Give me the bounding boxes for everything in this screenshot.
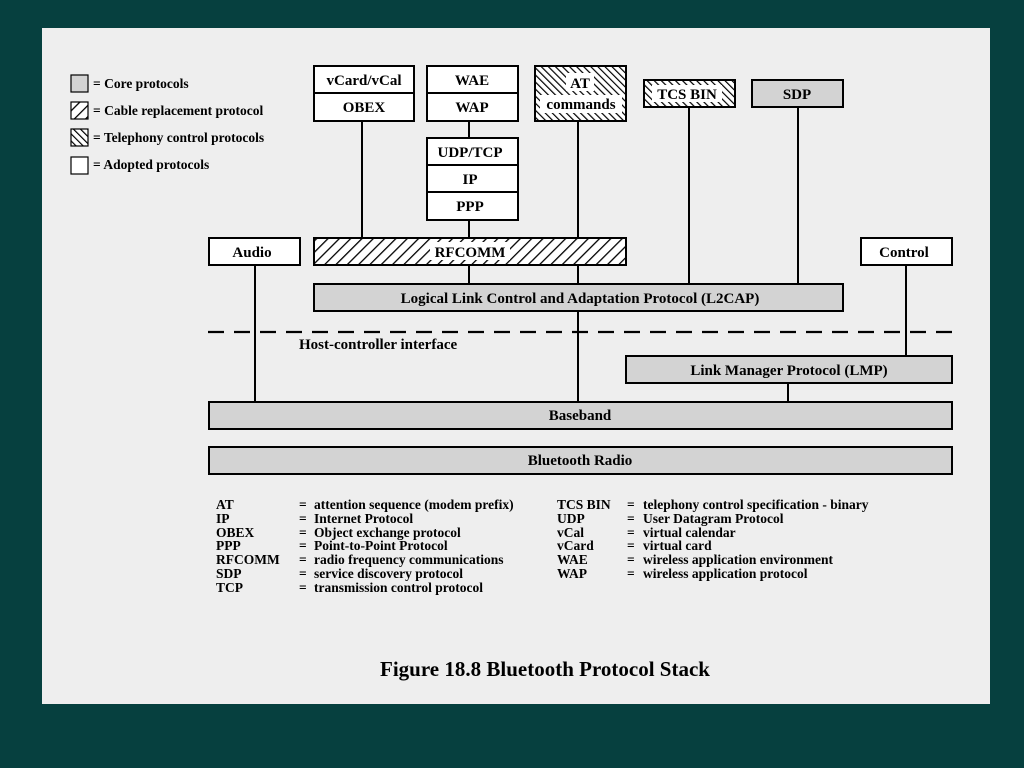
abbreviation-equals: = — [299, 524, 307, 540]
abbreviation-meaning: wireless application environment — [643, 552, 834, 568]
ppp-block: PPP — [426, 191, 519, 221]
baseband-label: Baseband — [549, 408, 612, 424]
abbreviation-equals: = — [627, 565, 635, 581]
l2cap-block: Logical Link Control and Adaptation Prot… — [313, 283, 844, 312]
abbreviation-term: TCP — [216, 579, 243, 595]
sdp-block: SDP — [751, 79, 844, 108]
legend-adopted: = Adopted protocols — [70, 156, 209, 175]
sdp-label: SDP — [783, 87, 811, 103]
lmp-label: Link Manager Protocol (LMP) — [690, 363, 887, 379]
abbreviation-meaning: User Datagram Protocol — [643, 510, 784, 526]
abbreviation-equals: = — [627, 538, 635, 554]
wap-label: WAP — [455, 100, 488, 116]
abbreviation-equals: = — [299, 579, 307, 595]
legend-telephony: = Telephony control protocols — [70, 128, 264, 147]
legend-core: = Core protocols — [70, 74, 189, 93]
control-block: Control — [860, 237, 953, 266]
legend-cable-label: = Cable replacement protocol — [93, 103, 264, 118]
tcs-bin-label: TCS BIN — [657, 87, 717, 103]
legend: = Core protocols = Cable replacement pro… — [70, 74, 264, 175]
udp-tcp-block: UDP/TCP — [426, 137, 519, 166]
abbreviation-meaning: attention sequence (modem prefix) — [314, 497, 514, 512]
ip-label: IP — [463, 172, 478, 188]
legend-adopted-label: = Adopted protocols — [93, 157, 209, 172]
abbreviation-equals: = — [299, 497, 307, 512]
abbreviation-meaning: virtual calendar — [643, 524, 736, 540]
abbreviation-meaning: wireless application protocol — [643, 565, 808, 581]
abbreviation-equals: = — [299, 565, 307, 581]
abbreviation-equals: = — [627, 524, 635, 540]
obex-block: OBEX — [313, 92, 415, 122]
abbreviation-equals: = — [299, 538, 307, 554]
legend-telephony-label: = Telephony control protocols — [93, 130, 264, 145]
audio-label: Audio — [232, 245, 271, 261]
ppp-label: PPP — [456, 199, 484, 215]
abbreviation-term: WAE — [557, 552, 588, 568]
abbreviation-meaning: Object exchange protocol — [314, 524, 461, 540]
hci-label: Host-controller interface — [299, 337, 457, 353]
abbreviation-term: PPP — [216, 538, 241, 554]
baseband-block: Baseband — [208, 401, 953, 430]
abbreviation-term: vCard — [557, 538, 594, 554]
abbreviation-meaning: Internet Protocol — [314, 510, 414, 526]
at-commands-block: AT commands — [534, 65, 627, 122]
vcard-label: vCard/vCal — [327, 73, 402, 89]
abbreviation-term: UDP — [557, 510, 585, 526]
abbreviation-meaning: radio frequency communications — [314, 552, 504, 568]
legend-core-label: = Core protocols — [93, 76, 189, 91]
rfcomm-label: RFCOMM — [435, 245, 506, 261]
ip-block: IP — [426, 164, 519, 193]
legend-cable: = Cable replacement protocol — [70, 101, 264, 120]
abbreviation-meaning: Point-to-Point Protocol — [314, 538, 448, 554]
bluetooth-radio-label: Bluetooth Radio — [528, 453, 633, 469]
abbreviation-meaning: service discovery protocol — [314, 565, 463, 581]
connector-lines — [254, 107, 907, 402]
commands-label: commands — [546, 97, 615, 113]
abbreviation-term: SDP — [216, 565, 242, 581]
lmp-block: Link Manager Protocol (LMP) — [625, 355, 953, 384]
abbreviation-term: IP — [216, 510, 230, 526]
abbreviation-term: AT — [216, 497, 234, 512]
abbreviation-term: vCal — [557, 524, 584, 540]
rfcomm-block: RFCOMM — [313, 237, 627, 266]
abbreviation-term: TCS BIN — [557, 497, 611, 512]
abbreviation-meaning: transmission control protocol — [314, 579, 484, 595]
tcs-bin-block: TCS BIN — [643, 79, 736, 108]
l2cap-label: Logical Link Control and Adaptation Prot… — [401, 291, 760, 307]
wae-label: WAE — [455, 73, 489, 89]
abbreviation-term: RFCOMM — [216, 552, 280, 568]
abbreviation-equals: = — [627, 497, 635, 512]
obex-label: OBEX — [343, 100, 386, 116]
abbreviation-equals: = — [627, 510, 635, 526]
at-label: AT — [570, 76, 590, 92]
udp-tcp-label: UDP/TCP — [438, 145, 503, 161]
abbreviation-meaning: virtual card — [643, 538, 712, 554]
abbreviation-term: WAP — [557, 565, 587, 581]
audio-block: Audio — [208, 237, 301, 266]
figure-caption: Figure 18.8 Bluetooth Protocol Stack — [380, 657, 710, 681]
abbreviation-equals: = — [299, 552, 307, 568]
abbreviation-equals: = — [627, 552, 635, 568]
abbreviation-equals: = — [299, 510, 307, 526]
control-label: Control — [879, 245, 929, 261]
wae-block: WAE — [426, 65, 519, 94]
abbreviation-meaning: telephony control specification - binary — [643, 497, 869, 512]
vcard-block: vCard/vCal — [313, 65, 415, 94]
abbreviation-term: OBEX — [216, 524, 255, 540]
wap-block: WAP — [426, 92, 519, 122]
bluetooth-radio-block: Bluetooth Radio — [208, 446, 953, 475]
